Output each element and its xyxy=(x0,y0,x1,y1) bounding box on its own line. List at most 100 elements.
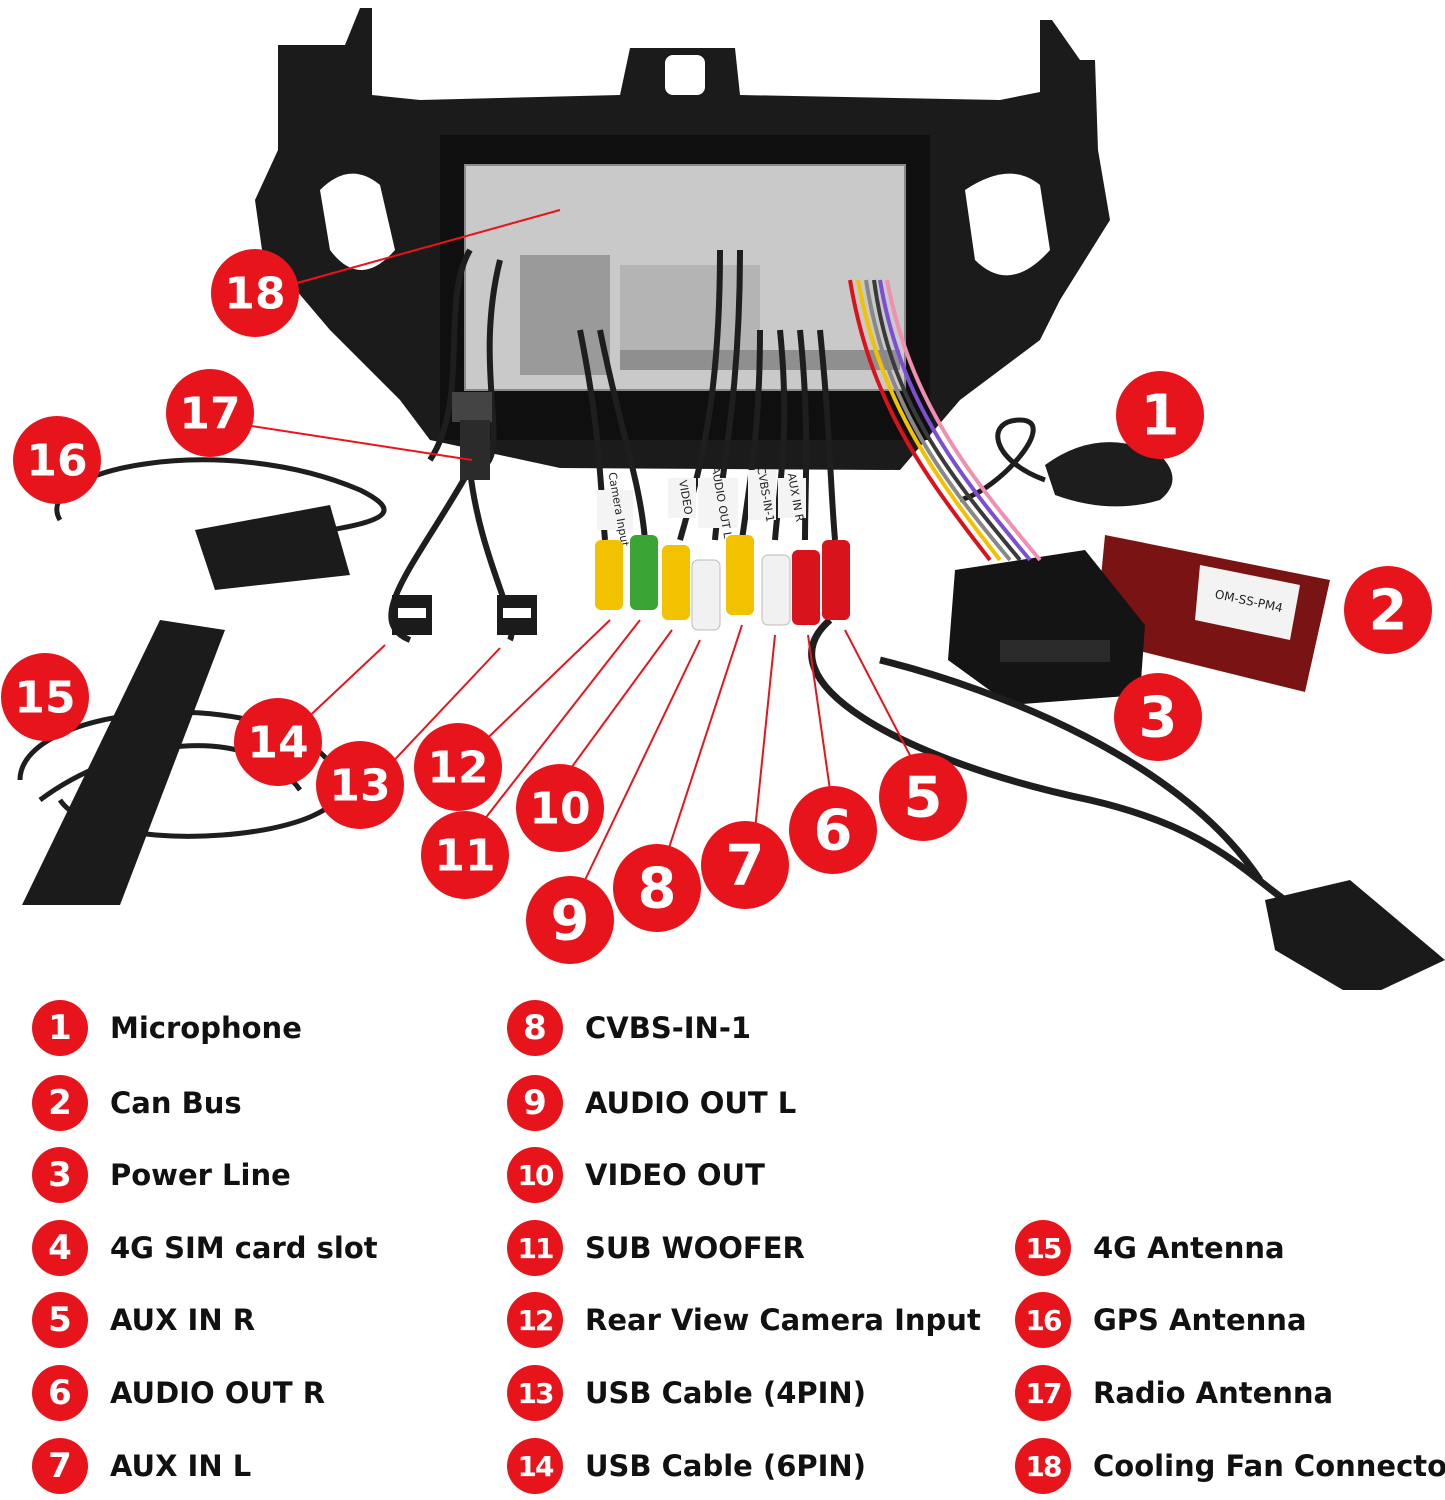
legend-label-can-bus: Can Bus xyxy=(110,1086,242,1120)
cable-tag-video: VIDEO xyxy=(676,479,695,516)
legend-item-gps-antenna: 16 GPS Antenna xyxy=(1015,1292,1307,1348)
legend-num-4: 4 xyxy=(32,1220,88,1276)
legend-label-cooling-fan: Cooling Fan Connector xyxy=(1093,1449,1445,1483)
callout-18-text: 18 xyxy=(224,269,285,320)
legend-label-video-out: VIDEO OUT xyxy=(585,1158,765,1192)
legend-label-microphone: Microphone xyxy=(110,1011,302,1045)
legend-num-15: 15 xyxy=(1015,1220,1071,1276)
legend-num-17: 17 xyxy=(1015,1365,1071,1421)
legend-label-aux-in-l: AUX IN L xyxy=(110,1449,252,1483)
callout-7: 7 xyxy=(701,821,789,909)
legend-item-usb-4pin: 13 USB Cable (4PIN) xyxy=(507,1365,866,1421)
legend-item-4g-antenna: 15 4G Antenna xyxy=(1015,1220,1285,1276)
legend-label-usb-6pin: USB Cable (6PIN) xyxy=(585,1449,866,1483)
head-unit-icon xyxy=(255,8,1110,470)
legend-item-can-bus: 2 Can Bus xyxy=(32,1075,242,1131)
canbus-box-icon: OM-SS-PM4 xyxy=(1095,535,1330,692)
callout-5-text: 5 xyxy=(904,766,943,831)
legend-num-13: 13 xyxy=(507,1365,563,1421)
callout-13: 13 xyxy=(316,741,404,829)
sim-slot-icon xyxy=(808,617,1445,990)
legend: 1 Microphone 2 Can Bus 3 Power Line 4 4G… xyxy=(0,990,1445,1500)
callout-14-text: 14 xyxy=(247,718,308,769)
legend-item-radio-antenna: 17 Radio Antenna xyxy=(1015,1365,1333,1421)
legend-label-radio-antenna: Radio Antenna xyxy=(1093,1376,1334,1410)
legend-label-usb-4pin: USB Cable (4PIN) xyxy=(585,1376,866,1410)
legend-label-power-line: Power Line xyxy=(110,1158,291,1192)
legend-label-sim-slot: 4G SIM card slot xyxy=(110,1231,378,1265)
callout-badges: 1 2 3 4 5 6 7 8 9 10 11 12 13 14 15 16 1… xyxy=(1,249,1432,964)
legend-item-power-line: 3 Power Line xyxy=(32,1147,291,1203)
legend-num-5: 5 xyxy=(32,1292,88,1348)
legend-num-18: 18 xyxy=(1015,1438,1071,1494)
callout-13-text: 13 xyxy=(329,761,390,812)
callout-7-text: 7 xyxy=(726,834,765,899)
callout-3: 3 xyxy=(1114,673,1202,761)
power-connector-icon xyxy=(948,550,1145,705)
legend-label-gps-antenna: GPS Antenna xyxy=(1093,1303,1307,1337)
callout-11: 11 xyxy=(421,811,509,899)
legend-label-aux-in-r: AUX IN R xyxy=(110,1303,256,1337)
legend-num-9: 9 xyxy=(507,1075,563,1131)
callout-12: 12 xyxy=(414,723,502,811)
callout-9: 9 xyxy=(526,876,614,964)
callout-15-text: 15 xyxy=(14,673,75,724)
callout-17-text: 17 xyxy=(179,389,240,440)
legend-num-1: 1 xyxy=(32,1000,88,1056)
callout-1-text: 1 xyxy=(1141,384,1180,449)
radio-antenna-plug-icon xyxy=(452,392,492,480)
legend-num-8: 8 xyxy=(507,1000,563,1056)
legend-item-aux-in-l: 7 AUX IN L xyxy=(32,1438,251,1494)
callout-8-text: 8 xyxy=(638,857,677,922)
microphone-icon xyxy=(959,417,1173,507)
legend-item-audio-out-l: 9 AUDIO OUT L xyxy=(507,1075,796,1131)
legend-item-cvbs-in-1: 8 CVBS-IN-1 xyxy=(507,1000,751,1056)
legend-label-cvbs-in-1: CVBS-IN-1 xyxy=(585,1011,752,1045)
legend-item-microphone: 1 Microphone xyxy=(32,1000,302,1056)
rca-plug-icon xyxy=(595,535,850,631)
callout-2-text: 2 xyxy=(1369,579,1408,644)
legend-item-video-out: 10 VIDEO OUT xyxy=(507,1147,765,1203)
wiring-diagram: OM-SS-PM4 xyxy=(1,8,1445,990)
legend-num-7: 7 xyxy=(32,1438,88,1494)
legend-label-4g-antenna: 4G Antenna xyxy=(1093,1231,1285,1265)
legend-num-3: 3 xyxy=(32,1147,88,1203)
legend-num-16: 16 xyxy=(1015,1292,1071,1348)
callout-2: 2 xyxy=(1344,566,1432,654)
callout-10-text: 10 xyxy=(529,784,590,835)
usb-connector-icon xyxy=(392,595,537,635)
callout-8: 8 xyxy=(613,844,701,932)
legend-num-10: 10 xyxy=(507,1147,563,1203)
callout-10: 10 xyxy=(516,764,604,852)
callout-3-text: 3 xyxy=(1139,686,1178,751)
callout-18: 18 xyxy=(211,249,299,337)
callout-11-text: 11 xyxy=(434,831,495,882)
cable-tags: Camera Input VIDEO AUDIO OUT L CVBS-IN-1… xyxy=(597,466,806,548)
callout-1: 1 xyxy=(1116,371,1204,459)
callout-9-text: 9 xyxy=(551,889,590,954)
legend-label-audio-out-l: AUDIO OUT L xyxy=(585,1086,797,1120)
legend-label-audio-out-r: AUDIO OUT R xyxy=(110,1376,326,1410)
legend-item-rear-camera: 12 Rear View Camera Input xyxy=(507,1292,981,1348)
legend-item-sub-woofer: 11 SUB WOOFER xyxy=(507,1220,805,1276)
callout-6-text: 6 xyxy=(814,799,853,864)
wiring-harness xyxy=(848,279,1042,562)
legend-label-sub-woofer: SUB WOOFER xyxy=(585,1231,805,1265)
legend-item-usb-6pin: 14 USB Cable (6PIN) xyxy=(507,1438,866,1494)
callout-leader-lines xyxy=(244,209,916,881)
callout-15: 15 xyxy=(1,653,89,741)
callout-6: 6 xyxy=(789,786,877,874)
callout-16-text: 16 xyxy=(26,436,87,487)
legend-item-cooling-fan: 18 Cooling Fan Connector xyxy=(1015,1438,1445,1494)
callout-5: 5 xyxy=(879,753,967,841)
legend-num-2: 2 xyxy=(32,1075,88,1131)
callout-12-text: 12 xyxy=(427,743,488,794)
gps-antenna-icon xyxy=(54,457,387,590)
legend-num-12: 12 xyxy=(507,1292,563,1348)
callout-14: 14 xyxy=(234,698,322,786)
legend-label-rear-camera: Rear View Camera Input xyxy=(585,1303,981,1337)
legend-item-sim-slot: 4 4G SIM card slot xyxy=(32,1220,378,1276)
callout-17: 17 xyxy=(166,369,254,457)
legend-item-aux-in-r: 5 AUX IN R xyxy=(32,1292,255,1348)
legend-item-audio-out-r: 6 AUDIO OUT R xyxy=(32,1365,325,1421)
